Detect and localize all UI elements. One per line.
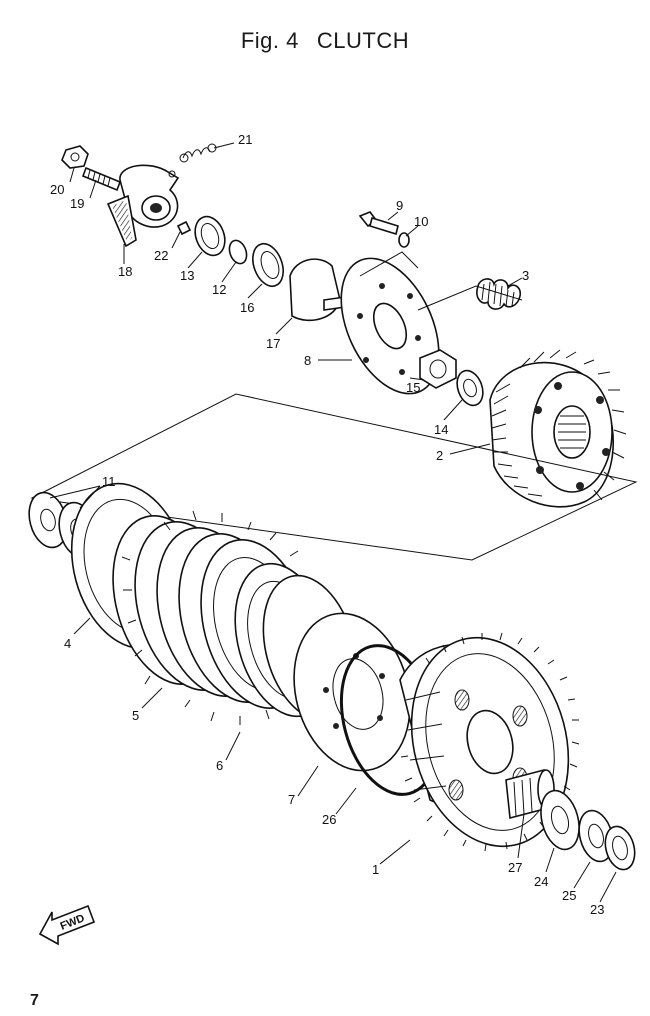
part-9-bolt	[358, 211, 399, 236]
part-14-washer	[456, 369, 484, 407]
callout-4: 4	[64, 636, 71, 651]
leader-lines	[49, 142, 617, 903]
callout-26: 26	[322, 812, 336, 827]
part-23-washer	[604, 825, 636, 871]
callout-18: 18	[118, 264, 132, 279]
assembly-frame	[30, 393, 638, 561]
guide-line-3	[417, 285, 523, 311]
part-24-bearing-ring	[540, 789, 580, 851]
part-16-bearing	[252, 242, 284, 288]
callout-5: 5	[132, 708, 139, 723]
figure-title: Fig. 4 CLUTCH	[0, 28, 650, 54]
callout-9: 9	[396, 198, 403, 213]
callout-15: 15	[406, 380, 420, 395]
callout-21: 21	[238, 132, 252, 147]
callout-11: 11	[102, 474, 116, 489]
callout-17: 17	[266, 336, 280, 351]
callout-13: 13	[180, 268, 194, 283]
figure-number: Fig. 4	[240, 28, 299, 53]
callout-24: 24	[534, 874, 548, 889]
page-number: 7	[30, 992, 39, 1009]
part-20-nut	[61, 145, 89, 169]
figure-name: CLUTCH	[316, 28, 410, 53]
callout-22: 22	[154, 248, 168, 263]
part-13-oil-seal	[194, 215, 226, 257]
callout-14: 14	[434, 422, 448, 437]
part-21-spring	[179, 143, 217, 163]
callout-12: 12	[212, 282, 226, 297]
fwd-arrow-icon: FWD	[38, 904, 96, 946]
part-15-nut	[419, 349, 457, 389]
callout-23: 23	[590, 902, 604, 917]
callout-7: 7	[288, 792, 295, 807]
callout-25: 25	[562, 888, 576, 903]
callout-1: 1	[372, 862, 379, 877]
guide-line-9	[359, 251, 419, 277]
callout-6: 6	[216, 758, 223, 773]
callout-10: 10	[414, 214, 428, 229]
callout-numbers: 21 20 19 18 22 13 12 16 17 9 10 3 8 15 1…	[50, 132, 604, 917]
callout-20: 20	[50, 182, 64, 197]
part-2-clutch-boss	[489, 349, 627, 508]
callout-8: 8	[304, 353, 311, 368]
callout-16: 16	[240, 300, 254, 315]
callout-19: 19	[70, 196, 84, 211]
part-3-clutch-spring	[476, 278, 522, 310]
callout-3: 3	[522, 268, 529, 283]
part-18-release-lever	[106, 164, 180, 248]
callout-2: 2	[436, 448, 443, 463]
callout-27: 27	[508, 860, 522, 875]
part-8-pressure-plate	[340, 257, 440, 395]
part-19-adjust-screw	[81, 166, 122, 192]
part-10-washer	[398, 232, 410, 248]
part-12-circlip	[228, 239, 248, 265]
part-22-pin	[176, 220, 192, 236]
